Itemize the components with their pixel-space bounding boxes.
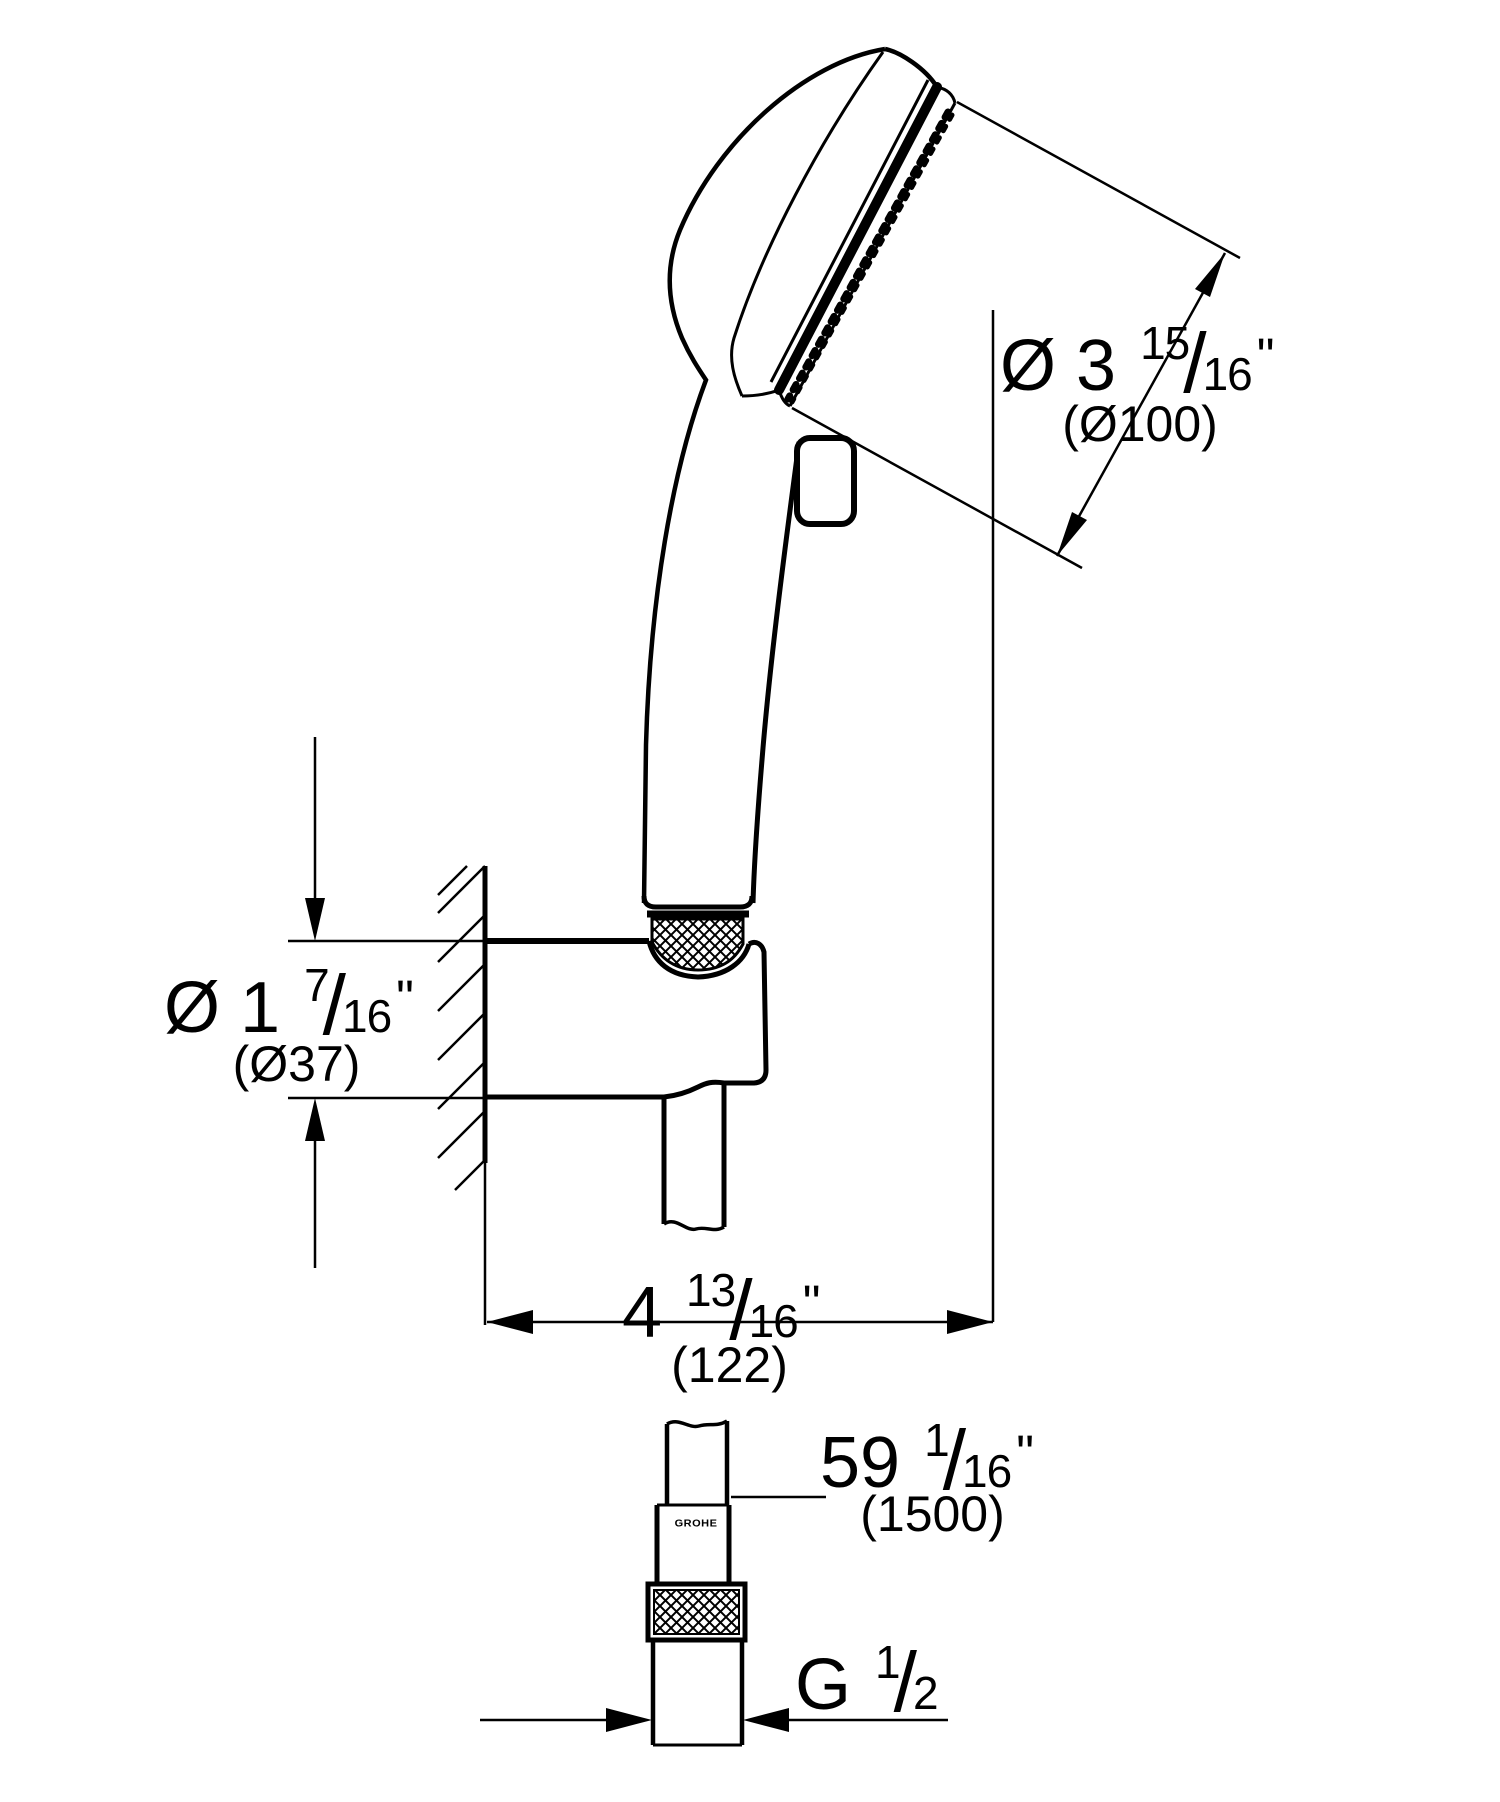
dim-holder-diameter-value: Ø 1 <box>164 968 281 1048</box>
dimension-arrowheads <box>305 253 1225 1732</box>
wall-distance-arrow-right <box>947 1310 993 1334</box>
holder-dim-arrow-down <box>305 898 325 941</box>
nozzle-strip <box>784 108 952 403</box>
dim-holder-diameter-metric: (Ø37) <box>232 1036 361 1092</box>
head-dim-line <box>1055 252 1227 557</box>
brand-logo: GROHE <box>674 1518 718 1530</box>
holder-bottom <box>485 1079 725 1100</box>
nozzle-strip-secondary <box>789 112 955 405</box>
spray-face-plate <box>774 82 942 395</box>
hose-lower-break-line <box>666 1419 728 1429</box>
handle-bottom-cap <box>641 895 755 910</box>
head-dim-extension-bottom <box>791 406 1083 570</box>
mode-button <box>794 435 857 527</box>
face-inner-line <box>769 79 930 383</box>
handle <box>641 435 857 972</box>
hose-break-line <box>663 1220 725 1232</box>
shower-head <box>641 46 957 904</box>
dim-head-diameter-metric: (Ø100) <box>1062 396 1218 452</box>
dim-hose-length-metric: (1500) <box>860 1486 1005 1542</box>
wall-holder <box>437 865 769 1191</box>
head-dim-extension-top <box>956 100 1241 260</box>
face-rim-top-arc <box>936 85 957 104</box>
holder-right <box>724 939 769 1086</box>
head-dim-arrow-top <box>1195 253 1225 297</box>
wall-distance-arrow-left <box>487 1310 533 1334</box>
dim-wall-distance-value: 4 <box>622 1273 663 1353</box>
thread-arrow-right <box>743 1708 789 1732</box>
hose <box>645 1083 748 1747</box>
holder-cup <box>646 940 752 980</box>
head-surface-edge <box>730 51 885 397</box>
dimension-lines <box>288 100 1241 1722</box>
thread-arrow-left <box>606 1708 652 1732</box>
head-dim-arrow-bottom <box>1057 512 1087 556</box>
dim-head-diameter-value: Ø 3 <box>1000 326 1117 406</box>
knurled-grip-ring <box>650 917 745 972</box>
connector-nut-knurling <box>653 1589 740 1635</box>
head-back-outline <box>641 46 886 904</box>
face-rim-bottom-arc <box>777 389 791 408</box>
wall-hatching <box>437 865 486 1191</box>
dim-wall-distance-metric: (122) <box>671 1337 788 1393</box>
head-bottom-edge <box>741 388 780 398</box>
dim-hose-length-value: 59 <box>820 1423 901 1503</box>
holder-dim-arrow-up <box>305 1098 325 1141</box>
dim-thread-size-value: G <box>795 1645 852 1725</box>
head-top-edge <box>884 46 939 89</box>
handle-right-edge <box>750 441 802 904</box>
